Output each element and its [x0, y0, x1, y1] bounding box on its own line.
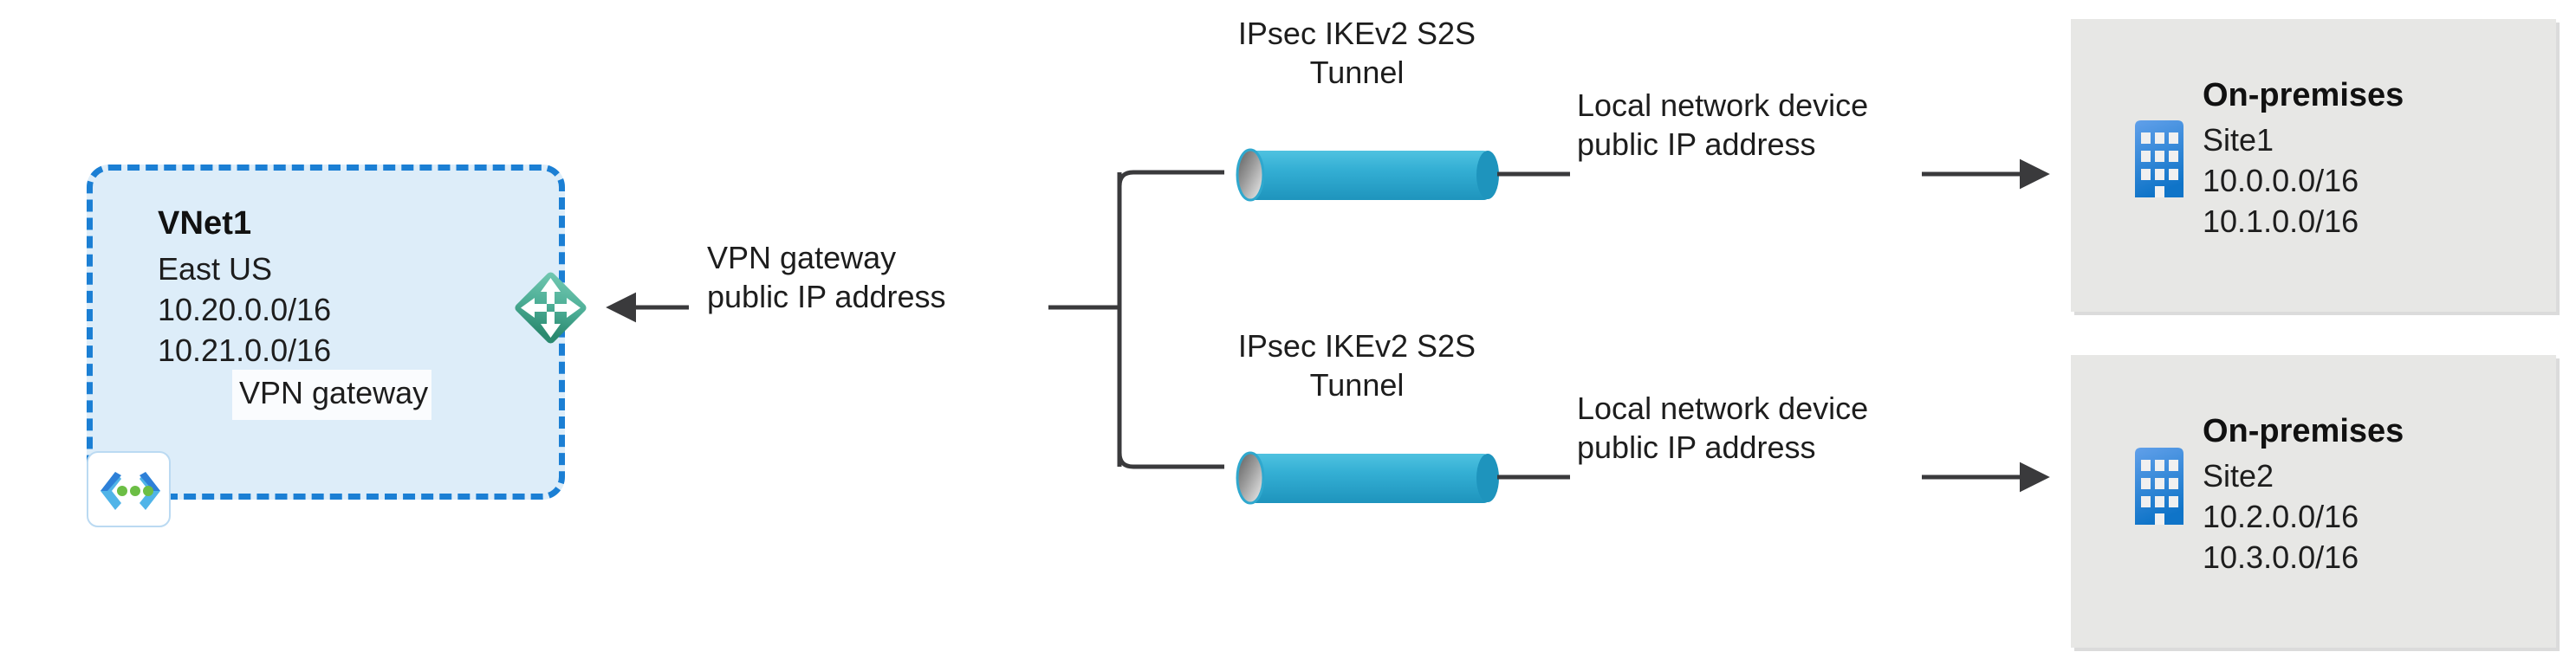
tunnel-cylinder-icon [1236, 451, 1499, 505]
on-premises-address-2-2: 10.3.0.0/16 [2203, 539, 2359, 575]
local-network-device-2-label: Local network device public IP address [1577, 389, 1868, 468]
on-premises-card-site1: On-premises Site1 10.0.0.0/16 10.1.0.0/1… [2071, 19, 2556, 312]
vnet-region: East US [158, 251, 273, 287]
tunnel-2-label-line2: Tunnel [1309, 367, 1405, 403]
vnet-details: VNet1 East US 10.20.0.0/16 10.21.0.0/16 [158, 203, 522, 371]
local-network-device-2-line1: Local network device [1577, 391, 1869, 426]
vpn-gateway-icon [505, 262, 596, 353]
tunnel-2-label: IPsec IKEv2 S2S Tunnel [1201, 326, 1513, 405]
on-premises-site-2: Site2 [2203, 458, 2274, 494]
vnet-address-space-2: 10.21.0.0/16 [158, 332, 332, 368]
tunnel-1-label-line1: IPsec IKEv2 S2S [1237, 16, 1476, 51]
vpn-gateway-ip-label: VPN gateway public IP address [707, 238, 946, 317]
on-premises-site-1: Site1 [2203, 122, 2274, 158]
vnet-address-space-1: 10.20.0.0/16 [158, 292, 332, 328]
tunnel-cylinder-icon [1236, 148, 1499, 202]
on-premises-address-1-1: 10.0.0.0/16 [2203, 163, 2359, 199]
vnet-box [87, 165, 565, 500]
tunnel-2-label-line1: IPsec IKEv2 S2S [1237, 328, 1476, 364]
tunnel-branch-connector [1117, 170, 1224, 469]
vpn-gateway-ip-label-line1: VPN gateway [707, 240, 897, 275]
azure-virtual-network-icon [87, 451, 171, 527]
office-building-icon [2130, 445, 2189, 525]
vpn-gateway-caption: VPN gateway [232, 370, 432, 420]
local-network-device-2-line2: public IP address [1577, 429, 1816, 466]
local-network-device-1-line2: public IP address [1577, 126, 1816, 163]
on-premises-card-site2: On-premises Site2 10.2.0.0/16 10.3.0.0/1… [2071, 355, 2556, 648]
on-premises-address-2-1: 10.2.0.0/16 [2203, 499, 2359, 535]
vpn-gateway-caption-label: VPN gateway [239, 375, 429, 410]
local-network-device-1-line1: Local network device [1577, 87, 1869, 123]
office-building-icon [2130, 118, 2189, 197]
tunnel-1-label: IPsec IKEv2 S2S Tunnel [1201, 14, 1513, 93]
on-premises-title-2: On-premises [2203, 413, 2404, 449]
on-premises-title-1: On-premises [2203, 77, 2404, 113]
local-network-device-1-label: Local network device public IP address [1577, 86, 1868, 165]
tunnel-1-label-line2: Tunnel [1309, 55, 1405, 91]
on-premises-details-site1: On-premises Site1 10.0.0.0/16 10.1.0.0/1… [2203, 74, 2404, 242]
on-premises-address-1-2: 10.1.0.0/16 [2203, 203, 2359, 239]
vnet-name: VNet1 [158, 205, 252, 242]
vpn-gateway-ip-label-line2: public IP address [707, 279, 946, 315]
on-premises-details-site2: On-premises Site2 10.2.0.0/16 10.3.0.0/1… [2203, 410, 2404, 578]
